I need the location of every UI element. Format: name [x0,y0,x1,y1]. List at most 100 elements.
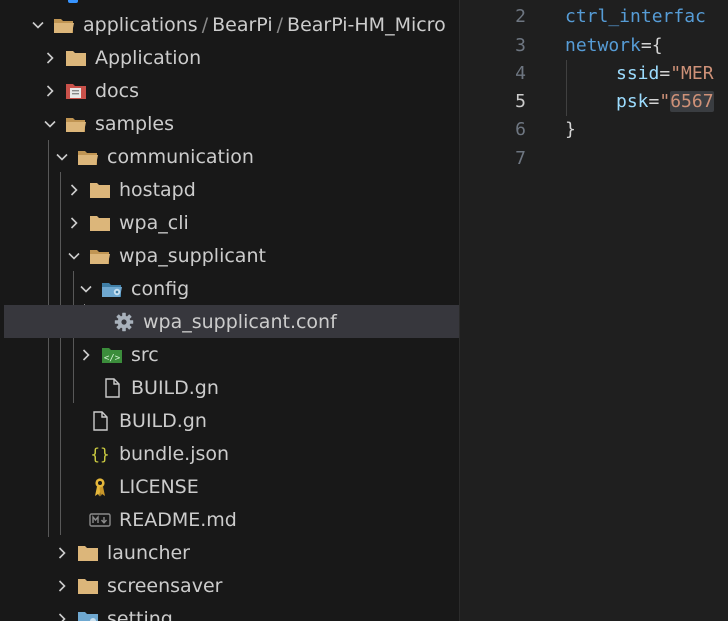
tree-item-samples[interactable]: samples [4,107,459,140]
indent-guide [60,172,61,535]
tree-item-setting[interactable]: setting [4,602,459,621]
code-token: ={ [640,35,663,56]
line-number: 7 [515,148,526,169]
code-line[interactable]: } [565,116,576,144]
code-line[interactable]: network={ [565,32,663,60]
tree-item-readme-md[interactable]: README.md [4,503,459,536]
code-line[interactable]: ssid="MER [616,60,714,88]
line-number: 5 [515,91,526,112]
tree-item-screensaver[interactable]: screensaver [4,569,459,602]
folder-open-icon [76,146,100,168]
tree-item-label: setting [107,607,173,621]
json-braces-icon: {} [88,443,112,465]
code-line[interactable]: psk="6567 [616,88,714,116]
tree-item-label: src [131,343,159,366]
folder-icon [88,212,112,234]
tree-item-license[interactable]: LICENSE [4,470,459,503]
tree-item-application[interactable]: Application [4,41,459,74]
tree-item-src[interactable]: </> src [4,338,459,371]
svg-text:</>: </> [104,353,121,363]
tree-item-bundle-json[interactable]: {} bundle.json [4,437,459,470]
license-icon [88,476,112,498]
line-number: 3 [515,35,526,56]
explorer-panel: applications / BearPi / BearPi-HM_Micro … [4,0,460,621]
folder-open-icon [52,14,76,36]
tree-item-label: communication [107,145,254,168]
folder-config-icon [100,278,124,300]
tree-item-label: launcher [107,541,190,564]
folder-icon [64,47,88,69]
chevron-right-icon [52,609,72,621]
folder-open-icon [64,113,88,135]
code-token: = [648,91,660,112]
breadcrumb-segment[interactable]: applications [83,13,198,36]
code-token: " [659,91,671,112]
chevron-right-icon [40,48,60,68]
tree-item-wpa-cli[interactable]: wpa_cli [4,206,459,239]
tree-item-label: bundle.json [119,442,230,465]
line-number: 6 [515,119,526,140]
tree-item-label: screensaver [107,574,223,597]
markdown-icon [88,509,112,531]
line-number: 2 [515,6,526,27]
folder-icon [88,179,112,201]
tree-item-label: wpa_cli [119,211,189,234]
tree-root-folder[interactable]: applications / BearPi / BearPi-HM_Micro [4,8,459,41]
folder-config-icon [76,608,100,621]
folder-icon [76,575,100,597]
breadcrumb-separator: / [201,13,209,36]
chevron-right-icon [64,180,84,200]
code-token: network [565,35,641,56]
chevron-right-icon [40,81,60,101]
code-token: psk [616,91,649,112]
tree-item-label: wpa_supplicant.conf [143,310,337,333]
chevron-right-icon [52,576,72,596]
tree-item-label: config [131,277,190,300]
tree-item-wpa-supplicant-conf[interactable]: wpa_supplicant.conf [4,305,459,338]
tree-item-communication[interactable]: communication [4,140,459,173]
indent-guide [566,60,567,116]
tree-item-label: Application [95,46,202,69]
tree-item-label: README.md [119,508,237,531]
file-icon [100,377,124,399]
folder-icon [76,542,100,564]
breadcrumb-separator: / [276,13,284,36]
chevron-right-icon [76,345,96,365]
code-token: 6567 [670,91,714,112]
chevron-right-icon [52,543,72,563]
chevron-down-icon [52,147,72,167]
tree-item-hostapd[interactable]: hostapd [4,173,459,206]
tree-item-build-gn[interactable]: BUILD.gn [4,371,459,404]
tree-item-label: LICENSE [119,475,199,498]
code-line[interactable]: ctrl_interfac [565,3,706,31]
code-token: ctrl_interfac [565,6,706,27]
tree-item-label: BUILD.gn [131,376,219,399]
gear-icon [112,311,136,333]
breadcrumb-segment[interactable]: BearPi [212,13,273,36]
tree-item-launcher[interactable]: launcher [4,536,459,569]
chevron-down-icon [28,15,48,35]
chevron-down-icon [40,114,60,134]
folder-src-icon: </> [100,344,124,366]
tree-item-label: samples [95,112,174,135]
breadcrumb-segment[interactable]: BearPi-HM_Micro [287,13,446,36]
tree-item-build-gn[interactable]: BUILD.gn [4,404,459,437]
breadcrumb: applications / BearPi / BearPi-HM_Micro [83,14,446,36]
chevron-down-icon [64,246,84,266]
svg-text:{}: {} [90,444,109,463]
tree-item-label: BUILD.gn [119,409,207,432]
tree-item-label: hostapd [119,178,196,201]
tree-item-label: docs [95,79,140,102]
tree-item-config[interactable]: config [4,272,459,305]
line-number: 4 [515,63,526,84]
code-token: ssid [616,63,660,84]
chevron-right-icon [64,213,84,233]
folder-docs-icon [64,80,88,102]
tree-item-docs[interactable]: docs [4,74,459,107]
folder-open-icon [88,245,112,267]
tree-item-wpa-supplicant[interactable]: wpa_supplicant [4,239,459,272]
scroll-indicator [68,0,78,3]
code-token: "MER [670,63,714,84]
